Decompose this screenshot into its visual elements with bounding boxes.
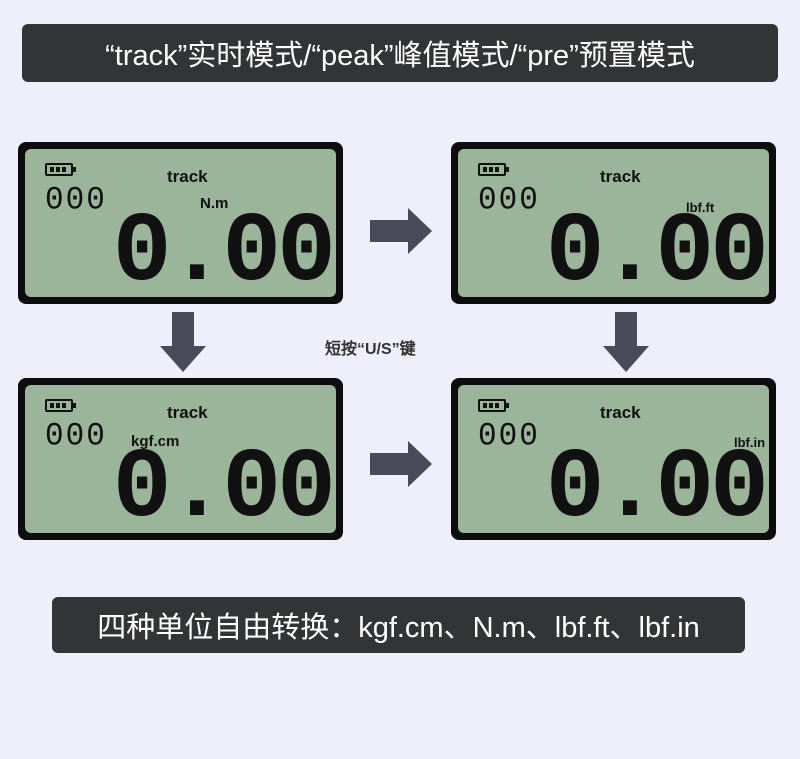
- battery-icon: [45, 163, 76, 176]
- mode-label: track: [600, 167, 641, 186]
- counter: 000: [45, 182, 107, 219]
- lcd-screen-lbfft: 000 track lbf.ft 0.00: [451, 142, 776, 304]
- mode-label: track: [600, 403, 641, 422]
- unit-label: lbf.ft: [686, 200, 715, 215]
- footer-caption: 四种单位自由转换：kgf.cm、N.m、lbf.ft、lbf.in: [52, 597, 745, 653]
- battery-icon: [45, 399, 76, 412]
- mode-label: track: [167, 403, 208, 422]
- unit-label: kgf.cm: [131, 433, 180, 450]
- reading: 0.00: [545, 198, 769, 309]
- arrow-down-icon: [603, 312, 649, 372]
- reading: 0.00: [112, 198, 336, 309]
- arrow-right-icon: [370, 208, 432, 254]
- header-title: “track”实时模式/“peak”峰值模式/“pre”预置模式: [22, 24, 778, 82]
- unit-label: N.m: [200, 195, 229, 212]
- lcd-screen-lbfin: 000 track lbf.in 0.00: [451, 378, 776, 540]
- battery-icon: [478, 399, 509, 412]
- counter: 000: [45, 418, 107, 455]
- arrow-down-icon: [160, 312, 206, 372]
- reading: 0.00: [545, 434, 769, 545]
- reading: 0.00: [112, 434, 336, 545]
- counter: 000: [478, 182, 540, 219]
- arrow-right-icon: [370, 441, 432, 487]
- battery-icon: [478, 163, 509, 176]
- mode-label: track: [167, 167, 208, 186]
- button-hint: 短按“U/S”键: [325, 341, 416, 358]
- lcd-screen-nm: 000 track N.m 0.00: [18, 142, 343, 304]
- lcd-screen-kgfcm: 000 track kgf.cm 0.00: [18, 378, 343, 540]
- unit-label: lbf.in: [734, 435, 766, 450]
- counter: 000: [478, 418, 540, 455]
